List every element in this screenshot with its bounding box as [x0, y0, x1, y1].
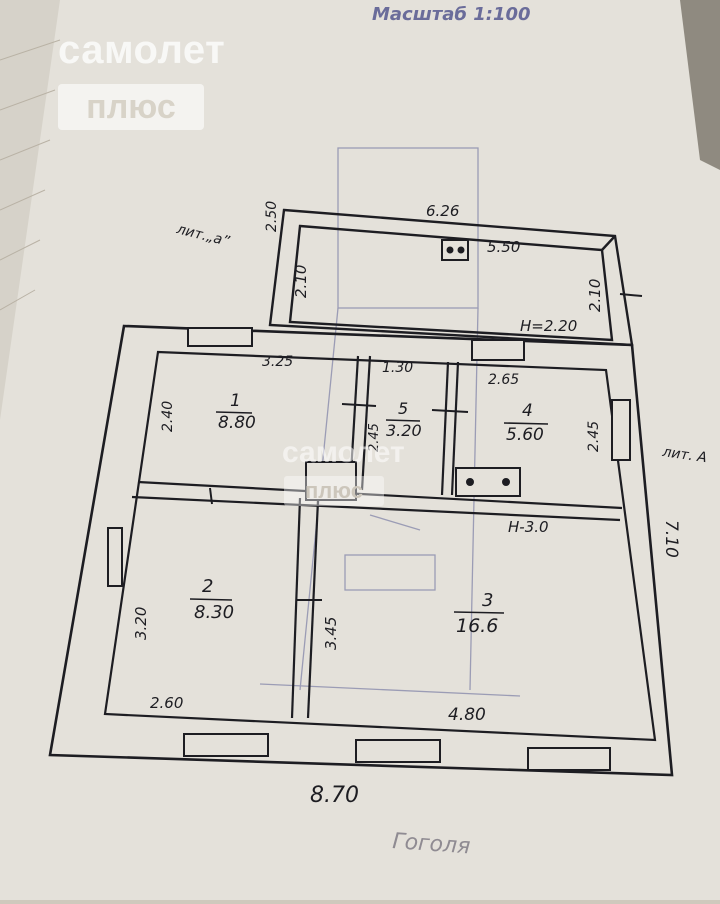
house-total-width: 8.70	[310, 783, 359, 808]
annex-stove	[441, 239, 469, 261]
room-1-depth: 2.40	[160, 401, 176, 432]
room-4-divider	[503, 422, 549, 425]
annex-left-depth: 2.10	[292, 265, 310, 298]
room-1-width: 3.25	[262, 354, 293, 370]
room-2-divider	[189, 598, 233, 601]
room-5-number: 5	[398, 399, 408, 418]
house-stoves	[305, 461, 521, 501]
room-2-number: 2	[202, 576, 213, 597]
annex-right-depth: 2.10	[586, 279, 604, 312]
room-4-width: 2.65	[488, 372, 519, 388]
room-2-depth: 3.20	[132, 607, 150, 640]
room-1-number: 1	[230, 391, 241, 411]
house-inner-walls	[103, 350, 657, 742]
annex-inner-width: 5.50	[487, 238, 520, 256]
room-2-area: 8.30	[194, 602, 234, 623]
room-4-depth: 2.45	[586, 421, 602, 452]
room-5-area: 3.20	[386, 421, 422, 440]
watermark-brand-center: самолет	[282, 436, 405, 469]
scale-label: Масштаб 1:100	[372, 4, 531, 25]
room-3-depth: 3.45	[322, 617, 340, 650]
room-5-divider	[385, 419, 421, 422]
annex-top-width: 6.26	[426, 202, 459, 220]
house-outer-walls	[48, 324, 674, 777]
annex-outer-side: 2.50	[264, 201, 280, 232]
room-4-area: 5.60	[506, 425, 544, 445]
street-label: Гоголя	[392, 829, 472, 859]
annex-height: Н=2.20	[520, 317, 577, 335]
paper-edge	[680, 0, 720, 170]
room-1-area: 8.80	[218, 413, 256, 433]
house-height: Н-3.0	[508, 518, 549, 536]
watermark-brand-top: самолет	[58, 28, 226, 72]
house-total-depth: 7.10	[661, 520, 681, 558]
room-4-number: 4	[522, 401, 533, 421]
room-5-width: 1.30	[382, 360, 413, 376]
room-2-width: 2.60	[150, 694, 183, 712]
room-3-width: 4.80	[448, 705, 486, 725]
ruled-lines	[0, 39, 61, 311]
door-ticks	[209, 293, 643, 601]
room-3-number: 3	[482, 590, 493, 611]
watermark-plus-center: плюс	[284, 476, 384, 506]
windows	[107, 327, 631, 771]
lit-a-big-label: лит. А	[660, 444, 707, 466]
room-5-depth: 2.45	[367, 423, 382, 452]
room-3-area: 16.6	[456, 615, 498, 637]
room-1-divider	[215, 411, 253, 414]
room-3-divider	[453, 611, 505, 614]
watermark-plus-top: плюс	[58, 84, 204, 130]
